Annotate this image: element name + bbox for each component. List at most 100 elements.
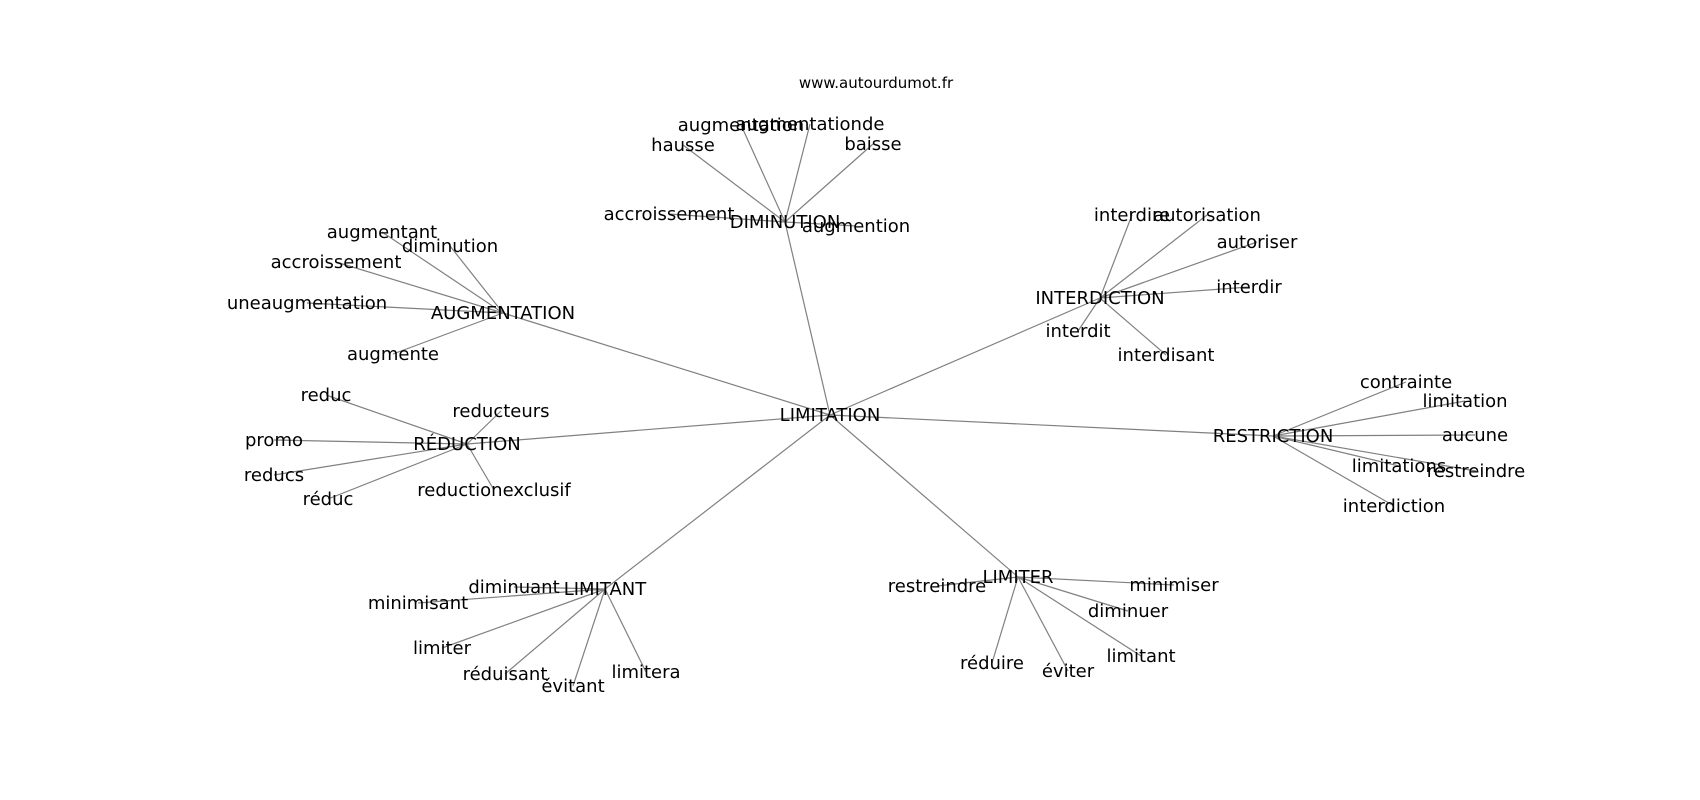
hub-node-label: LIMITANT	[564, 579, 648, 600]
edge-hub-to-leaf	[604, 588, 647, 673]
edge-hub-to-leaf	[1099, 241, 1258, 299]
leaf-node-label: interdiction	[1343, 496, 1445, 517]
edge-hub-to-leaf	[335, 261, 504, 314]
center-node-label: LIMITATION	[780, 405, 881, 426]
edge-hub-to-leaf	[273, 439, 468, 445]
edge-hub-to-leaf	[306, 302, 504, 314]
leaf-node-label: augmention	[802, 216, 910, 237]
edge-hub-to-leaf	[273, 443, 468, 476]
edge-hub-to-leaf	[417, 588, 606, 604]
hub-node-label: INTERDICTION	[1035, 288, 1164, 309]
hub-node-label: RÉDUCTION	[413, 433, 520, 455]
leaf-node-label: réduisant	[463, 664, 548, 685]
hub-node-label: DIMINUTION	[730, 212, 841, 233]
edge-center-to-hub	[829, 414, 1274, 437]
leaf-node-label: reducs	[244, 465, 304, 486]
leaf-node-label: aucune	[1442, 425, 1508, 446]
leaf-node-label: accroissement	[271, 252, 402, 273]
leaf-node-label: interdit	[1045, 321, 1110, 342]
site-url-label: www.autourdumot.fr	[799, 74, 954, 92]
leaf-node-label: contrainte	[1360, 372, 1452, 393]
edge-center-to-hub	[784, 221, 831, 416]
edge-hub-to-leaf	[1272, 381, 1407, 437]
graph-edges	[273, 123, 1477, 687]
edge-hub-to-leaf	[668, 213, 786, 223]
leaf-node-label: reductionexclusif	[417, 480, 571, 501]
edge-hub-to-leaf	[1272, 435, 1400, 467]
leaf-node-label: baisse	[844, 134, 901, 155]
edge-center-to-hub	[829, 414, 1019, 578]
edge-hub-to-leaf	[740, 124, 786, 223]
edge-center-to-hub	[502, 312, 831, 416]
leaf-node-label: augmentationde	[736, 114, 885, 135]
leaf-node-label: diminuer	[1088, 601, 1169, 622]
leaf-node-label: interdire	[1094, 205, 1170, 226]
edge-hub-to-leaf	[513, 586, 606, 590]
leaf-node-label: autoriser	[1217, 232, 1298, 253]
leaf-node-label: augmentant	[327, 222, 437, 243]
edge-hub-to-leaf	[1272, 435, 1395, 507]
edge-hub-to-leaf	[572, 588, 606, 687]
edge-hub-to-leaf	[1017, 576, 1175, 586]
leaf-node-label: réduc	[303, 489, 354, 510]
hub-node-label: LIMITER	[982, 567, 1053, 588]
leaf-node-label: interdir	[1216, 277, 1282, 298]
edge-hub-to-leaf	[682, 144, 786, 223]
edge-hub-to-leaf	[327, 443, 468, 500]
edge-hub-to-leaf	[784, 143, 874, 223]
leaf-node-label: réduire	[960, 653, 1024, 674]
graph-labels: www.autourdumot.fr LIMITATIONDIMINUTIONa…	[227, 74, 1525, 697]
edge-hub-to-leaf	[784, 221, 857, 227]
hub-node-label: RESTRICTION	[1213, 426, 1334, 447]
edge-hub-to-leaf	[1099, 297, 1167, 356]
leaf-node-label: limitera	[611, 662, 680, 683]
leaf-node-label: limitation	[1422, 391, 1507, 412]
edge-hub-to-leaf	[1272, 435, 1477, 472]
leaf-node-label: restreindre	[888, 576, 987, 597]
edge-hub-to-leaf	[325, 394, 468, 445]
edge-center-to-hub	[604, 414, 831, 590]
edge-hub-to-leaf	[1099, 214, 1133, 299]
edge-hub-to-leaf	[1017, 576, 1069, 672]
leaf-node-label: augmente	[347, 344, 439, 365]
leaf-node-label: diminuant	[468, 577, 559, 598]
edge-hub-to-leaf	[466, 410, 502, 445]
leaf-node-label: uneaugmentation	[227, 293, 387, 314]
edge-hub-to-leaf	[392, 312, 504, 355]
leaf-node-label: accroissement	[604, 204, 735, 225]
edge-hub-to-leaf	[1077, 297, 1101, 332]
edge-center-to-hub	[829, 297, 1101, 416]
leaf-node-label: diminution	[402, 236, 498, 257]
edge-hub-to-leaf	[1272, 400, 1466, 437]
leaf-node-label: reducteurs	[452, 401, 549, 422]
leaf-node-label: autorisation	[1153, 205, 1261, 226]
leaf-node-label: limitant	[1106, 646, 1175, 667]
edge-hub-to-leaf	[1017, 576, 1142, 657]
leaf-node-label: interdisant	[1118, 345, 1215, 366]
edge-hub-to-leaf	[449, 245, 504, 314]
edge-hub-to-leaf	[1099, 214, 1208, 299]
edge-hub-to-leaf	[1099, 286, 1250, 299]
leaf-node-label: hausse	[651, 135, 715, 156]
leaf-node-label: augmentation	[678, 115, 804, 136]
edge-hub-to-leaf	[1272, 434, 1476, 437]
leaf-node-label: reduc	[301, 385, 352, 406]
edge-hub-to-leaf	[936, 576, 1019, 587]
edge-hub-to-leaf	[466, 443, 495, 491]
leaf-node-label: limitations	[1352, 456, 1446, 477]
leaf-node-label: éviter	[1042, 661, 1095, 682]
edge-hub-to-leaf	[441, 588, 606, 649]
hub-node-label: AUGMENTATION	[431, 303, 575, 324]
edge-hub-to-leaf	[784, 123, 811, 223]
edge-hub-to-leaf	[504, 588, 606, 675]
edge-hub-to-leaf	[381, 231, 504, 314]
edge-center-to-hub	[466, 414, 831, 445]
leaf-node-label: évitant	[541, 676, 604, 697]
leaf-node-label: minimiser	[1129, 575, 1219, 596]
leaf-node-label: restreindre	[1427, 461, 1526, 482]
leaf-node-label: limiter	[413, 638, 472, 659]
leaf-node-label: promo	[245, 430, 303, 451]
edge-hub-to-leaf	[991, 576, 1019, 664]
